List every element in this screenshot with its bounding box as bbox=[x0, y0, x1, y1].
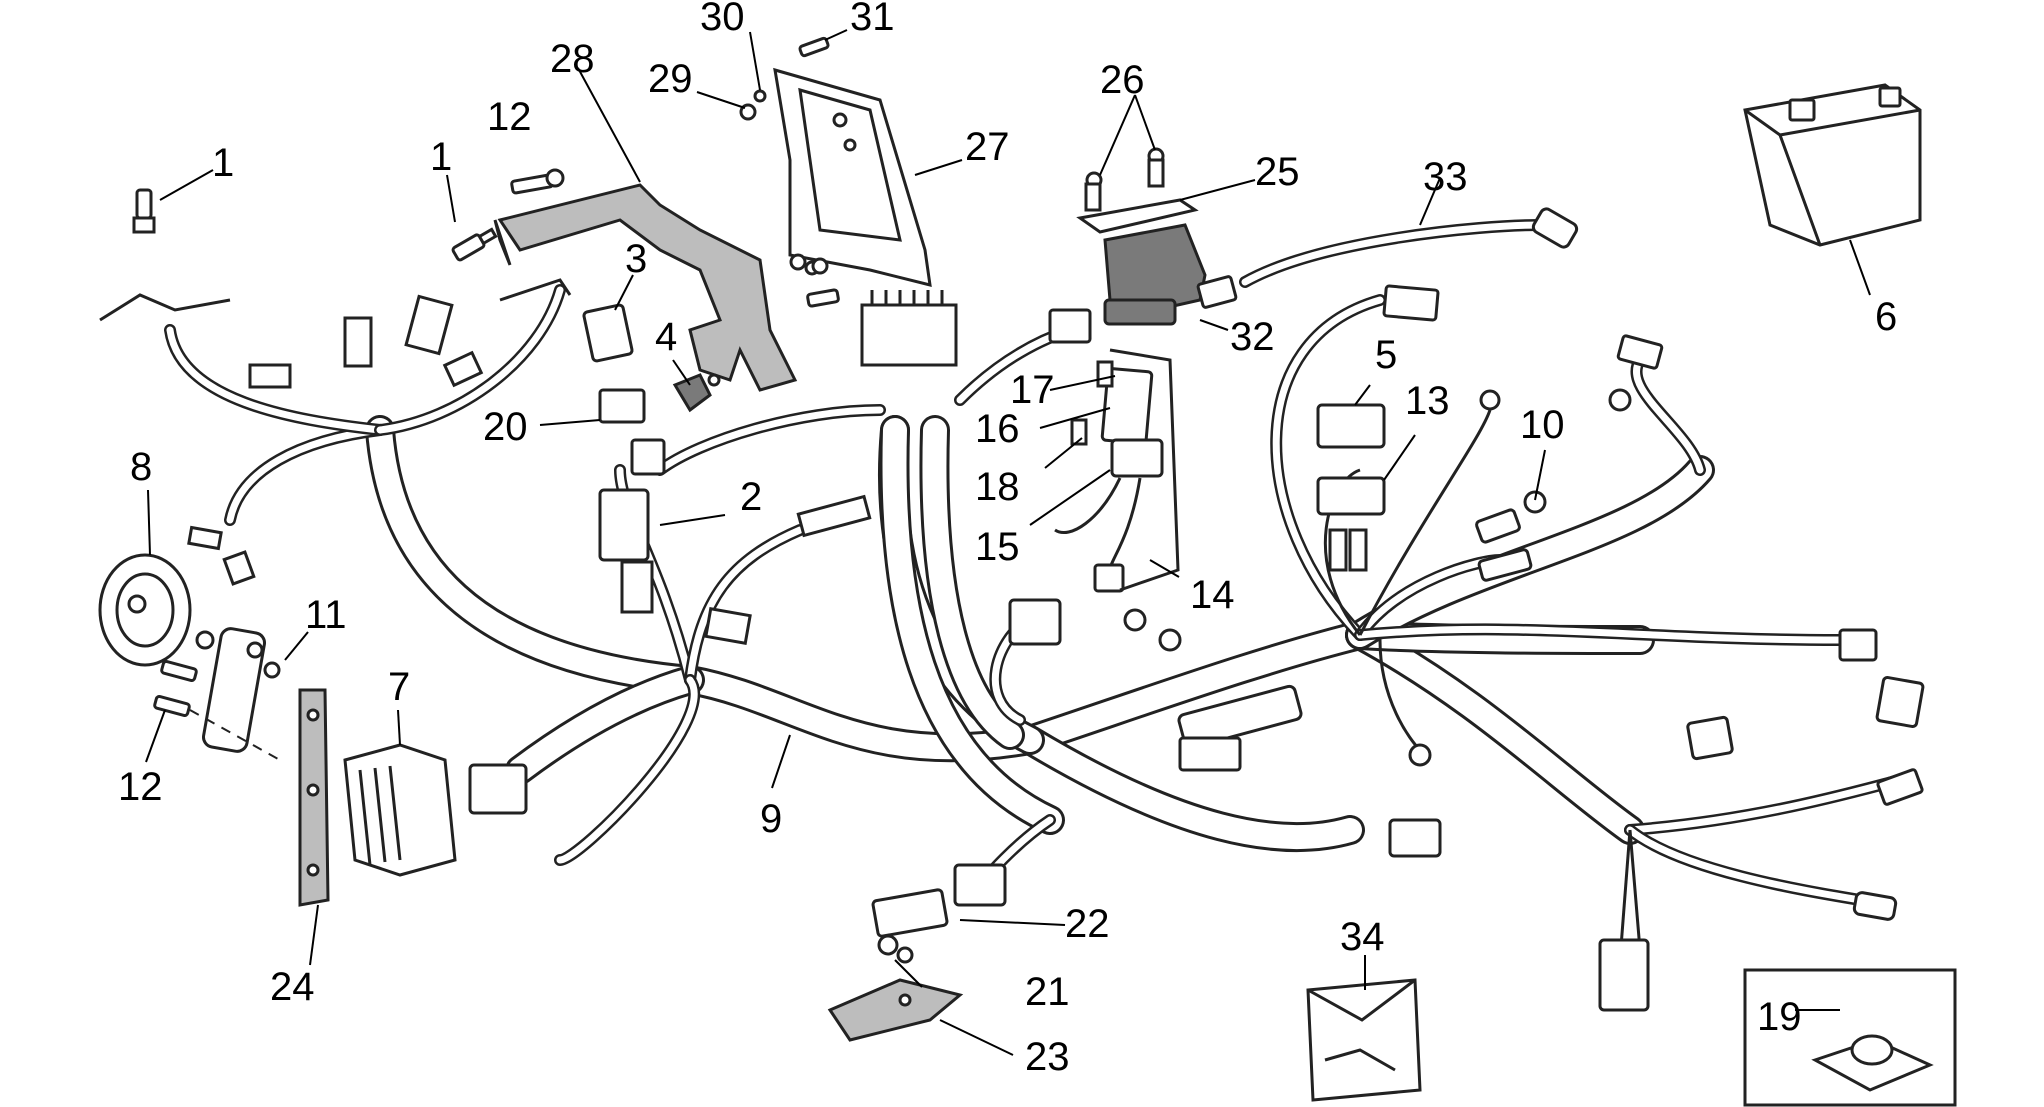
callout-7: 7 bbox=[388, 665, 410, 709]
hardware-29-30-31 bbox=[739, 36, 840, 308]
callout-4: 4 bbox=[655, 315, 677, 359]
sensor-1-left bbox=[132, 188, 156, 234]
tool-kit-34 bbox=[1306, 978, 1422, 1102]
callout-23: 23 bbox=[1025, 1035, 1070, 1079]
relay-5-13 bbox=[1316, 403, 1386, 572]
callout-3: 3 bbox=[625, 237, 647, 281]
callout-19: 19 bbox=[1757, 995, 1802, 1039]
callout-5: 5 bbox=[1375, 333, 1397, 377]
bracket-28 bbox=[493, 183, 798, 392]
battery-6 bbox=[1743, 83, 1922, 247]
callout-30: 30 bbox=[700, 0, 745, 39]
bracket-24 bbox=[298, 688, 330, 907]
inset-19 bbox=[1743, 968, 1957, 1107]
relay-3 bbox=[582, 303, 634, 363]
callout-6: 6 bbox=[1875, 295, 1897, 339]
grommet-4 bbox=[672, 373, 721, 413]
callout-14: 14 bbox=[1190, 573, 1235, 617]
callout-18: 18 bbox=[975, 465, 1020, 509]
callout-21: 21 bbox=[1025, 970, 1070, 1014]
callout-12-top: 12 bbox=[487, 95, 532, 139]
regulator-7 bbox=[343, 743, 528, 877]
callout-24: 24 bbox=[270, 965, 315, 1009]
horn-8 bbox=[98, 553, 192, 667]
connector-cluster-middle bbox=[704, 284, 1925, 1012]
callout-28: 28 bbox=[550, 37, 595, 81]
callout-11: 11 bbox=[305, 593, 347, 637]
callout-29: 29 bbox=[648, 57, 693, 101]
sensor-bracket-21-23 bbox=[827, 863, 1007, 1042]
callout-15: 15 bbox=[975, 525, 1020, 569]
callout-8: 8 bbox=[130, 445, 152, 489]
callout-32: 32 bbox=[1230, 315, 1275, 359]
sensor-1-middle bbox=[451, 227, 498, 262]
callout-9: 9 bbox=[760, 797, 782, 841]
fasteners-11-12 bbox=[153, 627, 281, 761]
leader-lines bbox=[145, 29, 1871, 1056]
callout-22: 22 bbox=[1065, 902, 1110, 946]
connector-2 bbox=[598, 488, 654, 614]
callout-1-left: 1 bbox=[212, 141, 234, 185]
callout-13: 13 bbox=[1405, 379, 1450, 423]
callout-2: 2 bbox=[740, 475, 762, 519]
callout-20: 20 bbox=[483, 405, 528, 449]
callout-labels: 1 1 2 3 4 5 6 7 8 9 10 11 12 12 13 14 15… bbox=[118, 0, 1897, 1079]
callout-26: 26 bbox=[1100, 58, 1145, 102]
connector-cluster-left bbox=[99, 278, 572, 586]
connector-20 bbox=[598, 388, 666, 476]
callout-12-bottom: 12 bbox=[118, 765, 163, 809]
terminal-10 bbox=[1475, 490, 1547, 544]
callout-34: 34 bbox=[1340, 915, 1385, 959]
ignition-coil-32 bbox=[1076, 147, 1238, 326]
callout-10: 10 bbox=[1520, 403, 1565, 447]
callout-31: 31 bbox=[850, 0, 895, 39]
callout-25: 25 bbox=[1255, 150, 1300, 194]
fuse-block-15-18 bbox=[1054, 348, 1180, 593]
callout-27: 27 bbox=[965, 125, 1010, 169]
callout-1-middle: 1 bbox=[430, 135, 452, 179]
ht-lead-33 bbox=[1239, 207, 1579, 288]
callout-16: 16 bbox=[975, 407, 1020, 451]
callout-17: 17 bbox=[1010, 368, 1055, 412]
main-harness bbox=[365, 415, 1715, 853]
control-unit-27 bbox=[773, 67, 932, 287]
callout-33: 33 bbox=[1423, 155, 1468, 199]
bolt-12-top bbox=[510, 168, 565, 195]
